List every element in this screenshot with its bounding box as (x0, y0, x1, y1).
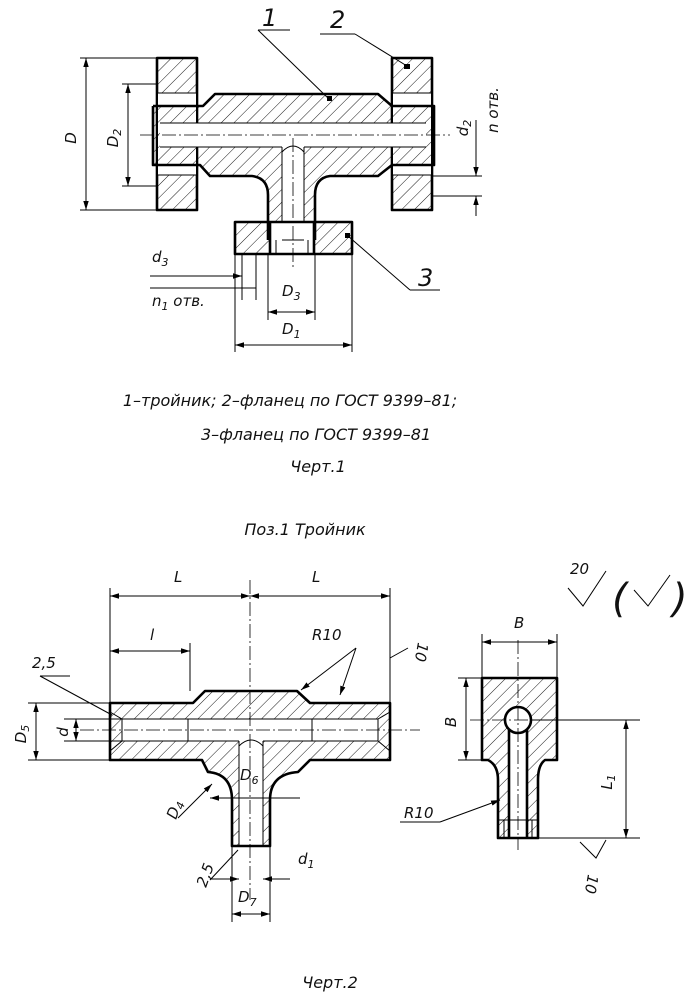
svg-text:D6: D6 (240, 766, 259, 787)
figure-1-assembly: D D2 d2 n отв. 1 2 (62, 4, 502, 476)
label-D: D (62, 132, 80, 144)
dimension-d2: d2 n отв. (432, 87, 502, 216)
bottom-flange (233, 220, 354, 256)
figure-1-caption-line1: 1–тройник; 2–фланец по ГОСТ 9399–81; (123, 391, 457, 410)
callout-2: 2 (320, 6, 408, 67)
figure-1-caption-line2: 3–фланец по ГОСТ 9399–81 (201, 425, 431, 444)
dimension-L1: L1 (532, 719, 640, 839)
svg-text:1: 1 (262, 4, 277, 32)
label-n1-holes: n (152, 292, 162, 310)
svg-text:(: ( (612, 576, 630, 622)
svg-text:D7: D7 (238, 888, 257, 909)
label-B-top: B (514, 614, 524, 632)
label-L1: L (598, 781, 616, 789)
svg-text:D1: D1 (282, 320, 301, 341)
dimension-D1: D1 (234, 254, 353, 352)
dimension-chamfer-top: 2,5 (32, 654, 113, 716)
dimension-D6: D6 (210, 766, 300, 801)
label-D5: D (12, 732, 30, 744)
label-d1: d (298, 850, 308, 868)
dimension-D3: D3 (267, 254, 316, 320)
label-d3: d (152, 248, 162, 266)
label-d2: d (454, 126, 472, 136)
label-R10-top: R10 (312, 626, 342, 644)
section-title: Поз.1 Тройник (244, 520, 366, 539)
svg-text:D: D (62, 132, 80, 144)
label-D7: D (238, 888, 250, 906)
roughness-symbol: 20 ( ) (567, 560, 688, 622)
label-chamfer-bottom: 2,5 (193, 861, 218, 890)
callout-1: 1 (257, 4, 331, 101)
callout-3: 3 (347, 235, 440, 292)
dimension-D7: D7 (232, 888, 270, 917)
svg-text:D4: D4 (163, 798, 188, 822)
dimension-d: d (54, 718, 122, 742)
dimension-B-side: B (442, 677, 482, 761)
label-D2: D (104, 136, 122, 148)
label-chamfer-top: 2,5 (32, 654, 56, 672)
figure-2-tee-detail: 20 ( ) L L l (12, 560, 688, 992)
svg-text:n1 отв.: n1 отв. (152, 292, 205, 313)
side-view (470, 640, 568, 850)
dimension-d1: d1 (210, 846, 315, 922)
label-B-side: B (442, 717, 460, 727)
dimension-R10-top: R10 (300, 626, 357, 696)
svg-text:20: 20 (570, 560, 589, 578)
dimension-chamfer-bottom: 2,5 (193, 849, 239, 890)
svg-text:d1: d1 (298, 850, 315, 871)
dimension-D: D (62, 57, 157, 211)
dimension-B-top: B (481, 614, 558, 678)
dimension-D4: D4 (163, 783, 213, 822)
label-D1: D (282, 320, 294, 338)
svg-text:D3: D3 (282, 282, 301, 303)
svg-text:2: 2 (330, 6, 345, 34)
roughness-10-top: 10 (389, 641, 432, 702)
roughness-10-side: 10 (579, 839, 607, 895)
label-l: l (150, 626, 155, 644)
svg-text:d2: d2 (454, 120, 474, 137)
label-L-left: L (174, 568, 182, 586)
label-D3: D (282, 282, 294, 300)
svg-text:d3: d3 (152, 248, 169, 269)
dimension-R10-side: R10 (400, 799, 501, 823)
label-D6: D (240, 766, 252, 784)
dimension-l: l (110, 626, 191, 691)
dimension-D2: D2 (104, 83, 157, 187)
svg-text:3: 3 (418, 264, 433, 292)
figure-2-label: Черт.2 (302, 973, 358, 992)
label-d: d (54, 727, 72, 737)
svg-text:L1: L1 (598, 774, 618, 789)
svg-text:D5: D5 (12, 725, 32, 744)
label-L-right: L (312, 568, 320, 586)
svg-text:D2: D2 (104, 129, 124, 148)
dimension-D5: D5 (12, 702, 110, 761)
svg-text:10: 10 (411, 641, 432, 663)
figure-1-label: Черт.1 (290, 457, 346, 476)
dimension-n1-holes: n1 отв. (150, 287, 256, 313)
dimension-d3: d3 (150, 248, 257, 300)
svg-text:): ) (669, 576, 688, 622)
label-R10-side: R10 (404, 804, 434, 822)
label-n-holes: n отв. (484, 87, 502, 133)
svg-text:10: 10 (581, 873, 602, 895)
